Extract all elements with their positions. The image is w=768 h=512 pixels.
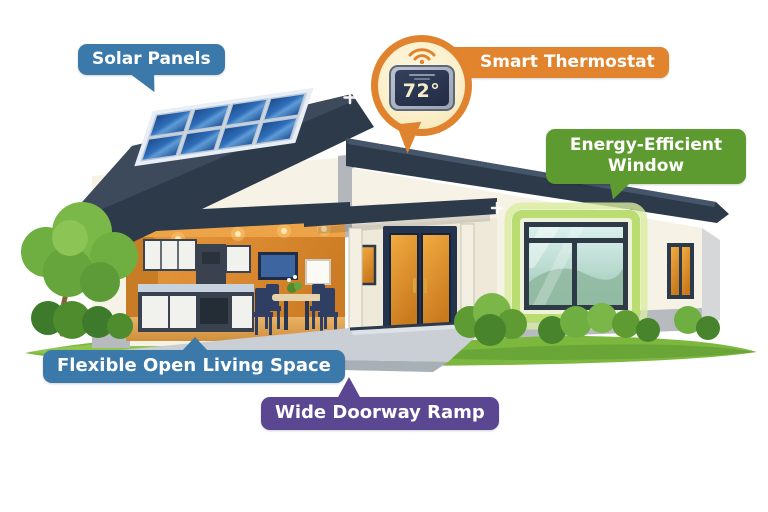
right-side-wall (702, 228, 720, 330)
sparkles (96, 90, 504, 215)
screen-line (408, 74, 435, 76)
picture-frame (305, 259, 331, 285)
thermostat-temperature: 72° (402, 80, 441, 102)
solar-panel (150, 110, 192, 137)
door-handle (413, 278, 416, 293)
solar-panel (142, 134, 184, 161)
open-living-space (126, 222, 345, 341)
solar-panels-label: Solar Panels (92, 49, 211, 69)
bush-by-door (454, 293, 527, 346)
callout-smart-thermostat: Smart Thermostat (446, 47, 669, 79)
solar-panel (256, 118, 298, 145)
bubble-tail (396, 121, 425, 155)
left-building (68, 90, 374, 348)
callout-solar-panels: Solar Panels (78, 44, 225, 97)
solar-panel (226, 99, 268, 126)
dining-table (272, 294, 322, 330)
oven (200, 298, 228, 324)
thermostat-device: 72° (388, 65, 455, 111)
callout-energy-efficient-window: Energy-Efficient Window (546, 129, 746, 201)
smart-thermostat-label: Smart Thermostat (480, 52, 655, 72)
dining-chair (253, 288, 273, 335)
kitchen (138, 239, 254, 332)
porch-canopy (304, 198, 497, 227)
solar-panel (218, 123, 260, 150)
solar-panel-array (137, 90, 311, 164)
tree-bushes (31, 301, 133, 339)
solar-panel (180, 129, 222, 156)
callout-flexible-open-living-space: Flexible Open Living Space (43, 337, 345, 383)
entry-porch (304, 198, 497, 341)
thermostat-bubble: 72° (371, 35, 472, 155)
dining-area (253, 252, 338, 335)
energy-efficient-window-label: Energy-Efficient Window (569, 135, 723, 177)
tree (21, 202, 138, 337)
countertop (138, 284, 254, 292)
wifi-icon (408, 48, 435, 64)
screen-line (413, 78, 430, 80)
callout-tail (607, 178, 632, 201)
right-roof (346, 138, 729, 223)
left-roof (68, 90, 374, 252)
solar-panel (264, 94, 306, 121)
flexible-open-living-space-label: Flexible Open Living Space (57, 355, 331, 376)
wide-doorway-ramp-label: Wide Doorway Ramp (275, 402, 485, 423)
bushes-right (538, 303, 720, 344)
opening-header-beam (118, 202, 350, 233)
thermostat-screen: 72° (394, 70, 449, 106)
callout-wide-doorway-ramp: Wide Doorway Ramp (261, 377, 499, 430)
callout-tail (337, 377, 361, 399)
door-handle (424, 278, 427, 293)
energy-window (504, 202, 648, 330)
porch-post (348, 227, 363, 337)
table-plant (287, 275, 302, 293)
solar-panel (188, 105, 230, 132)
side-window (667, 243, 694, 299)
callout-tail (181, 337, 209, 352)
dining-chair (318, 288, 338, 335)
